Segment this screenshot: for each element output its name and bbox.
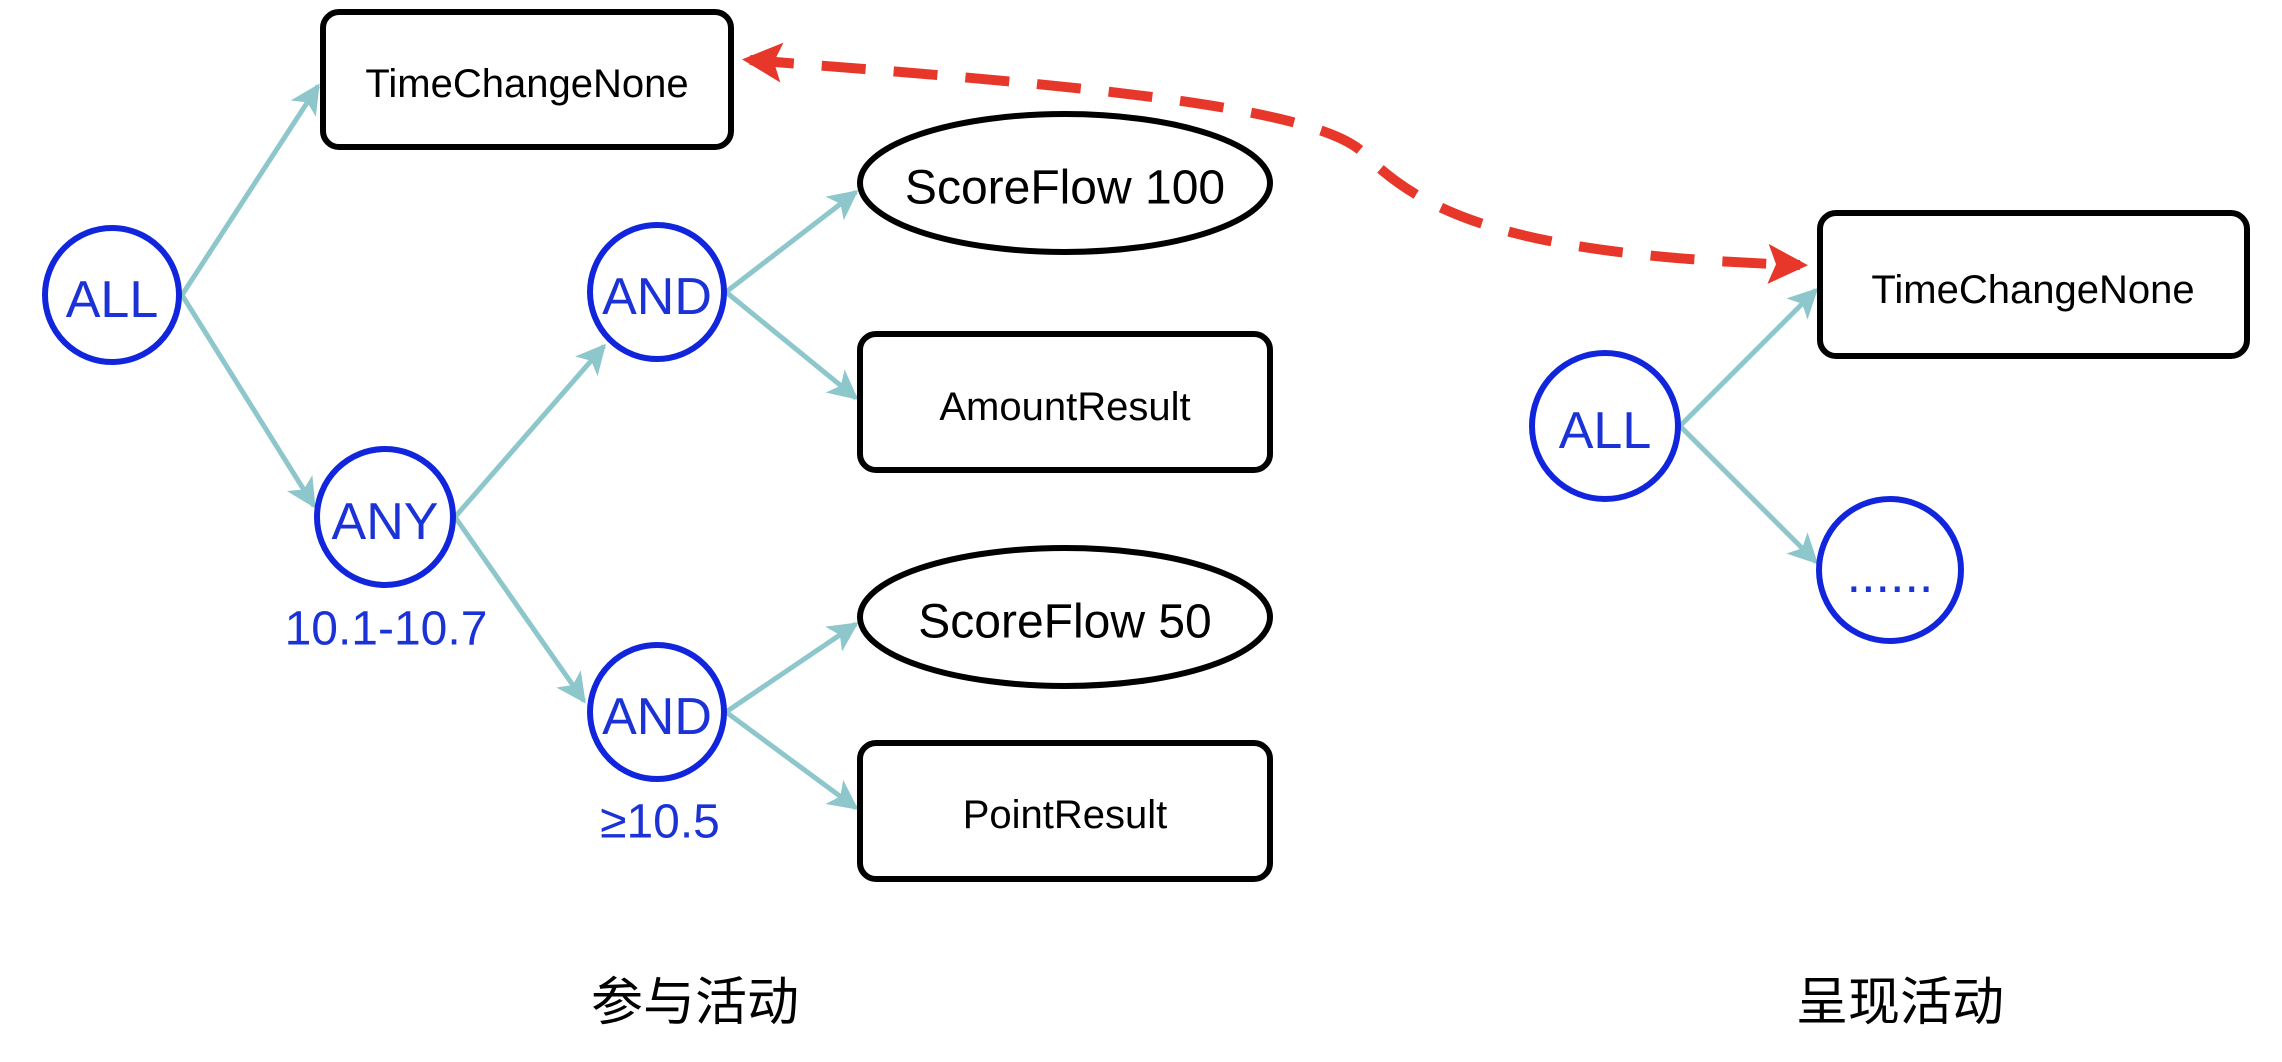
- box-timechangenone-left-label: TimeChangeNone: [365, 62, 688, 106]
- node-all-left[interactable]: ALL: [42, 225, 182, 365]
- edge-and-top-to-amountresult: [724, 290, 859, 400]
- node-and-bottom-label: AND: [602, 688, 712, 746]
- edge-all-to-any: [179, 293, 317, 509]
- box-timechangenone-right[interactable]: TimeChangeNone: [1817, 210, 2250, 359]
- link-timechange-dashed-arrow: [742, 42, 1808, 284]
- caption-present-activity: 呈现活动: [1796, 973, 2004, 1033]
- node-all-right-label: ALL: [1559, 402, 1652, 460]
- edge-and-bottom-to-scoreflow-50: [724, 621, 859, 715]
- edge-right-all-to-more: [1678, 424, 1819, 565]
- edge-right-all-to-timechange: [1678, 287, 1819, 428]
- right-tree-edges: [1678, 287, 1819, 565]
- left-tree-edges: [179, 83, 859, 811]
- node-any[interactable]: ANY: [314, 446, 456, 588]
- caption-participate-activity: 参与活动: [591, 973, 799, 1033]
- note-and-bottom-threshold: ≥10.5: [600, 796, 720, 849]
- box-amountresult-label: AmountResult: [939, 385, 1190, 429]
- node-more[interactable]: ......: [1816, 496, 1964, 644]
- node-and-bottom[interactable]: AND: [587, 642, 727, 782]
- box-pointresult-label: PointResult: [963, 793, 1168, 837]
- box-amountresult[interactable]: AmountResult: [857, 331, 1273, 473]
- box-timechangenone-right-label: TimeChangeNone: [1871, 268, 2194, 312]
- node-more-label: ......: [1847, 546, 1934, 604]
- box-pointresult[interactable]: PointResult: [857, 740, 1273, 882]
- node-and-top[interactable]: AND: [587, 222, 727, 362]
- node-and-top-label: AND: [602, 268, 712, 326]
- edge-any-to-and-bottom: [452, 515, 587, 704]
- ellipse-scoreflow-100-label: ScoreFlow 100: [905, 162, 1225, 215]
- ellipse-scoreflow-100[interactable]: ScoreFlow 100: [857, 111, 1273, 255]
- ellipse-scoreflow-50[interactable]: ScoreFlow 50: [857, 545, 1273, 689]
- node-all-right[interactable]: ALL: [1529, 350, 1681, 502]
- note-any-date-range: 10.1-10.7: [285, 603, 488, 656]
- edge-any-to-and-top: [453, 343, 606, 519]
- ellipse-scoreflow-50-label: ScoreFlow 50: [918, 596, 1211, 649]
- edge-and-bottom-to-pointresult: [724, 709, 859, 811]
- node-all-left-label: ALL: [66, 271, 159, 329]
- edge-all-to-timechange: [179, 83, 321, 297]
- box-timechangenone-left[interactable]: TimeChangeNone: [320, 9, 734, 150]
- node-any-label: ANY: [332, 493, 439, 551]
- edge-and-top-to-scoreflow-100: [724, 190, 859, 294]
